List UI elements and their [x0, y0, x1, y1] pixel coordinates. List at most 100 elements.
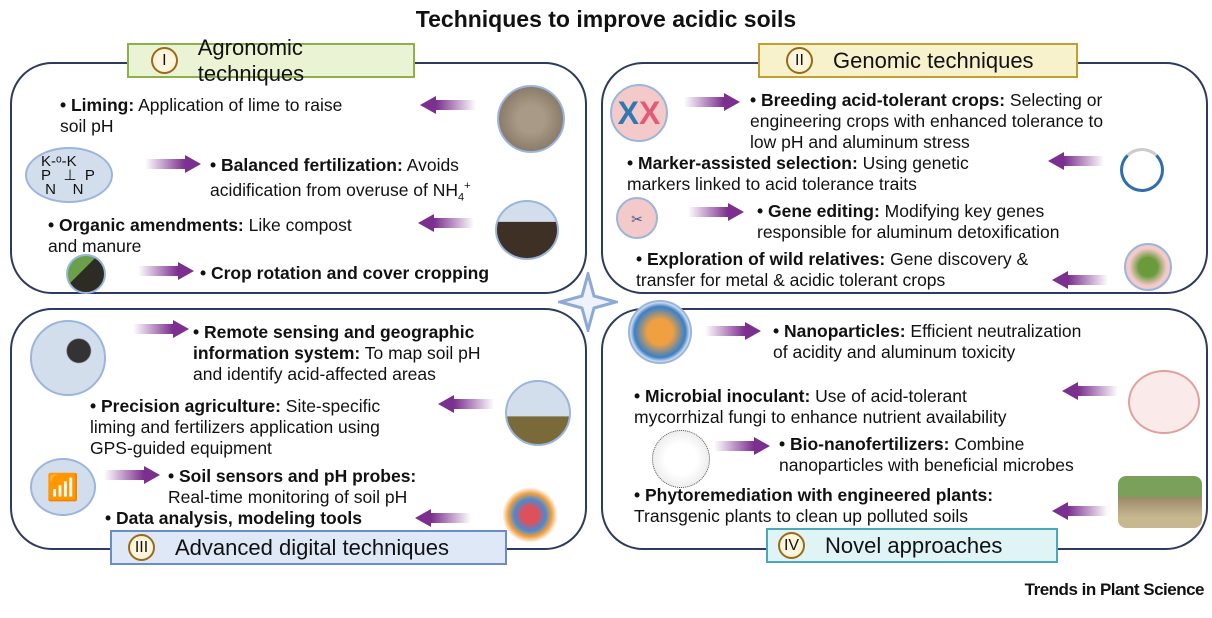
arrow-part	[418, 214, 434, 232]
arrow-part	[1052, 271, 1068, 289]
item-remote-sensing: • Remote sensing and geographic informat…	[193, 322, 481, 385]
arrow-part	[436, 100, 476, 110]
arrow-part	[745, 322, 761, 340]
section-number: III	[128, 534, 155, 561]
arrow-right-icon	[145, 155, 201, 173]
lime-icon	[497, 85, 565, 153]
item-text: 4	[458, 191, 465, 204]
item-text: +	[464, 180, 471, 192]
arrow-right-icon	[133, 320, 189, 338]
item-label: • Organic amendments:	[48, 215, 244, 235]
arrow-part	[714, 441, 754, 451]
arrow-right-icon	[138, 262, 194, 280]
microbe-sphere-icon	[652, 430, 710, 488]
item-text: Avoids acidification from overuse of NH	[210, 155, 459, 200]
item-text: Transgenic plants to clean up polluted s…	[634, 506, 968, 526]
item-label: • Bio-nanofertilizers:	[779, 434, 950, 454]
item-label: • Marker-assisted selection:	[627, 153, 858, 173]
item-liming: • Liming: Application of lime to raise s…	[60, 95, 342, 137]
network-graph-icon	[502, 487, 558, 543]
item-text: Efficient neutralization of acidity and …	[773, 321, 1082, 362]
item-breeding: • Breeding acid-tolerant crops: Selectin…	[750, 90, 1103, 153]
item-label: • Gene editing:	[757, 201, 880, 221]
item-text: Selecting or engineering crops with enha…	[750, 90, 1104, 152]
nanoparticle-icon	[628, 300, 692, 364]
item-text: Gene discovery & transfer for metal & ac…	[636, 249, 1029, 290]
arrow-part	[133, 324, 173, 334]
item-text: To map soil pH and identify acid-affecte…	[193, 343, 481, 384]
item-balanced-fertilization: • Balanced fertilization: Avoids acidifi…	[210, 155, 471, 208]
arrow-left-icon	[1048, 152, 1104, 170]
item-text: Using genetic markers linked to acid tol…	[627, 153, 969, 194]
item-gene-editing: • Gene editing: Modifying key genes resp…	[757, 201, 1060, 243]
chromosome-icon: XX	[610, 84, 668, 142]
arrow-right-icon	[104, 466, 160, 484]
item-marker-assisted-selection: • Marker-assisted selection: Using genet…	[627, 153, 969, 195]
arrow-right-icon	[705, 322, 761, 340]
item-text: Combine nanoparticles with beneficial mi…	[779, 434, 1074, 475]
item-label: • Soil sensors and pH probes:	[168, 466, 417, 486]
item-label: • Liming:	[60, 95, 135, 115]
arrow-part	[705, 326, 745, 336]
item-label: • Crop rotation and cover cropping	[200, 263, 490, 283]
item-microbial-inoculant: • Microbial inoculant: Use of acid-toler…	[634, 386, 1007, 428]
section-title: Novel approaches	[825, 532, 1003, 558]
item-data-analysis: • Data analysis, modeling tools	[105, 508, 362, 529]
item-soil-sensors: • Soil sensors and pH probes: Real-time …	[168, 466, 416, 508]
item-text: Site-specific liming and fertilizers app…	[90, 396, 381, 458]
arrow-part	[138, 266, 178, 276]
section-title: Advanced digital techniques	[175, 534, 449, 560]
server-globe-icon	[30, 320, 106, 396]
arrow-part	[754, 437, 770, 455]
arrow-right-icon	[688, 203, 744, 221]
item-text: Application of lime to raise soil pH	[60, 95, 343, 136]
arrow-part	[431, 513, 471, 523]
star-icon	[558, 272, 618, 332]
dna-scissors-icon: ✂	[616, 197, 658, 239]
item-phytoremediation: • Phytoremediation with engineered plant…	[634, 485, 993, 527]
item-text: Modifying key genes responsible for alum…	[757, 201, 1060, 242]
arrow-part	[728, 203, 744, 221]
arrow-left-icon	[418, 214, 474, 232]
arrow-part	[724, 93, 740, 111]
journal-name: Trends in Plant Science	[1024, 580, 1205, 599]
item-label: • Microbial inoculant:	[634, 386, 811, 406]
header-novel: IV Novel approaches	[766, 528, 1058, 563]
arrow-part	[104, 470, 144, 480]
arrow-left-icon	[1062, 382, 1118, 400]
arrow-left-icon	[1052, 271, 1108, 289]
section-number: IV	[778, 532, 805, 559]
landscape-icon	[1118, 476, 1202, 528]
item-label: • Phytoremediation with engineered plant…	[634, 485, 994, 505]
section-number: II	[786, 47, 813, 74]
arrow-right-icon	[684, 93, 740, 111]
arrow-part	[434, 218, 474, 228]
item-bio-nanofertilizers: • Bio-nanofertilizers: Combine nanoparti…	[779, 434, 1074, 476]
item-label: • Remote sensing and geographic informat…	[193, 322, 475, 363]
arrow-part	[145, 159, 185, 169]
item-label: • Precision agriculture:	[90, 396, 281, 416]
item-label: • Nanoparticles:	[773, 321, 906, 341]
sprayer-field-icon	[505, 380, 571, 446]
arrow-part	[1064, 156, 1104, 166]
compost-icon	[495, 200, 559, 260]
arrow-part	[688, 207, 728, 217]
arrow-left-icon	[420, 96, 476, 114]
item-label: • Data analysis, modeling tools	[105, 508, 363, 528]
cover-crop-icon	[66, 254, 106, 294]
arrow-part	[420, 96, 436, 114]
item-wild-relatives: • Exploration of wild relatives: Gene di…	[636, 249, 1028, 291]
soil-sensor-icon: 📶	[30, 458, 96, 516]
item-label: • Breeding acid-tolerant crops:	[750, 90, 1006, 110]
arrow-part	[1052, 502, 1068, 520]
arrow-left-icon	[1052, 502, 1108, 520]
item-crop-rotation: • Crop rotation and cover cropping	[200, 263, 489, 284]
plasmid-icon	[1120, 148, 1164, 192]
arrow-part	[684, 97, 724, 107]
item-label: • Exploration of wild relatives:	[636, 249, 886, 269]
arrow-part	[454, 399, 494, 409]
arrow-part	[1068, 506, 1108, 516]
arrow-right-icon	[714, 437, 770, 455]
section-title: Agronomic techniques	[197, 34, 305, 86]
